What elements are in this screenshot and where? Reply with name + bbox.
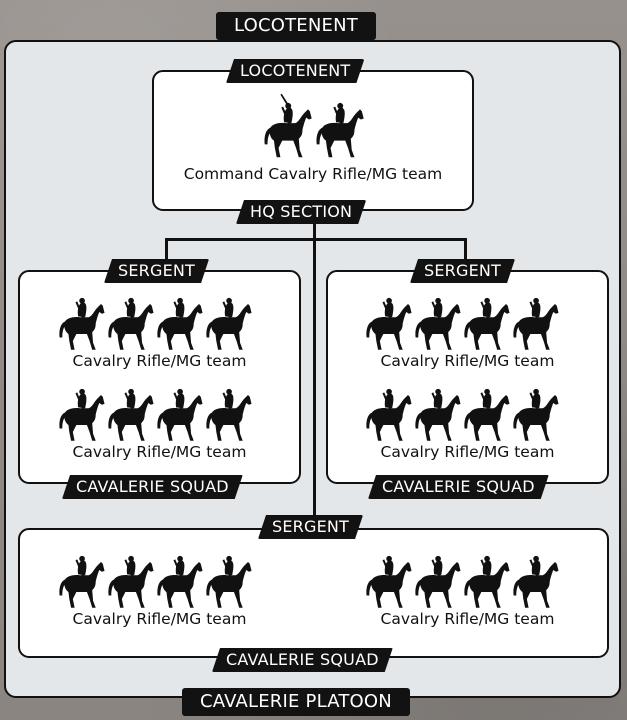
cavalry-rider-icon <box>316 102 364 158</box>
cavalry-rider-icon <box>464 297 510 350</box>
cavalry-rider-icon <box>513 388 559 441</box>
right-squad-label-tag: CAVALERIE SQUAD <box>368 475 549 499</box>
bottom-squad-team-2-caption: Cavalry Rifle/MG team <box>380 610 555 628</box>
cavalry-rider-icon <box>415 555 461 608</box>
hq-section-tag: HQ SECTION <box>236 200 366 224</box>
cavalry-rider-icon <box>206 297 252 350</box>
cavalry-rider-icon <box>206 388 252 441</box>
bottom-squad-label-tag: CAVALERIE SQUAD <box>212 648 393 672</box>
left-squad-team-2-riders <box>57 386 267 448</box>
right-squad-team-1-caption: Cavalry Rifle/MG team <box>380 352 555 370</box>
cavalry-rider-icon <box>157 388 203 441</box>
cavalry-rider-icon <box>366 555 412 608</box>
bottom-squad-team-2-riders <box>364 553 574 615</box>
left-squad-drop-line <box>165 238 168 262</box>
left-squad-rank-tag: SERGENT <box>104 259 209 283</box>
hq-connector-line <box>313 218 316 516</box>
officer-rider-icon <box>264 93 364 158</box>
right-squad-team-1-riders <box>364 295 574 357</box>
cavalry-rider-icon <box>513 555 559 608</box>
platoon-commander-tag: LOCOTENENT <box>216 12 376 40</box>
cavalry-rider-icon <box>108 555 154 608</box>
left-squad-team-1-riders <box>57 295 267 357</box>
cavalry-rider-icon <box>59 388 105 441</box>
cavalry-rider-icon <box>513 297 559 350</box>
right-squad-box <box>326 270 609 484</box>
bottom-squad-rank-tag: SERGENT <box>258 515 363 539</box>
left-squad-team-1-caption: Cavalry Rifle/MG team <box>72 352 247 370</box>
cavalry-rider-icon <box>415 297 461 350</box>
left-squad-team-2-caption: Cavalry Rifle/MG team <box>72 443 247 461</box>
right-squad-team-2-caption: Cavalry Rifle/MG team <box>380 443 555 461</box>
cavalry-rider-icon <box>157 555 203 608</box>
right-squad-drop-line <box>464 238 467 262</box>
cavalry-rider-icon <box>206 555 252 608</box>
bottom-squad-team-1-caption: Cavalry Rifle/MG team <box>72 610 247 628</box>
cavalry-rider-icon <box>366 388 412 441</box>
cavalry-rider-icon <box>464 388 510 441</box>
cavalry-rider-icon <box>108 297 154 350</box>
left-squad-box <box>18 270 301 484</box>
hq-team-caption: Command Cavalry Rifle/MG team <box>183 165 443 183</box>
cavalry-rider-icon <box>59 297 105 350</box>
officer-rider-icon <box>264 93 312 158</box>
cavalry-rider-icon <box>366 297 412 350</box>
hq-rank-tag: LOCOTENENT <box>226 59 364 83</box>
bottom-squad-team-1-riders <box>57 553 267 615</box>
right-squad-rank-tag: SERGENT <box>410 259 515 283</box>
right-squad-team-2-riders <box>364 386 574 448</box>
cavalry-rider-icon <box>415 388 461 441</box>
squad-connector-line <box>165 238 467 241</box>
platoon-label-tag: CAVALERIE PLATOON <box>182 688 410 716</box>
cavalry-rider-icon <box>108 388 154 441</box>
cavalry-rider-icon <box>59 555 105 608</box>
cavalry-rider-icon <box>157 297 203 350</box>
left-squad-label-tag: CAVALERIE SQUAD <box>62 475 243 499</box>
cavalry-rider-icon <box>464 555 510 608</box>
